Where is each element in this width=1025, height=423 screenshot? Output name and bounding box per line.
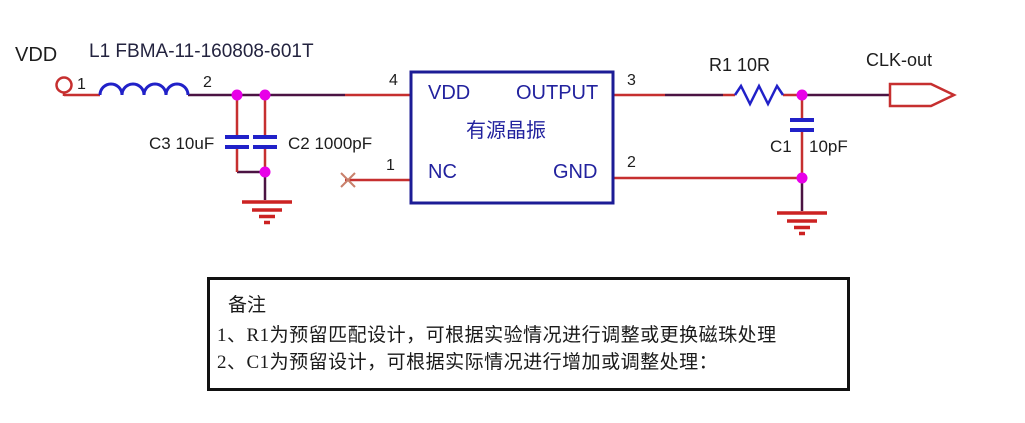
- pin-number-ic-nc: 1: [386, 157, 395, 174]
- capacitor-c3-symbol: [225, 135, 249, 149]
- resistor-r1-symbol: [733, 83, 785, 107]
- pin-lead-wires: [64, 93, 804, 182]
- pin-number-l1-out: 2: [203, 74, 212, 91]
- inductor-l1-label: L1 FBMA-11-160808-601T: [89, 41, 314, 62]
- capacitor-c2-symbol: [253, 135, 277, 149]
- pin-number-ic-gnd: 2: [627, 154, 636, 171]
- ic-pin-label-gnd: GND: [553, 161, 598, 183]
- no-connect-x-icon: [340, 172, 356, 188]
- capacitor-c3-label: C3 10uF: [149, 134, 215, 153]
- pin-number-l1-in: 1: [77, 76, 86, 93]
- junction-dots: [231, 89, 808, 184]
- notes-title: 备注: [228, 295, 267, 316]
- ground-symbol-left: [242, 200, 292, 225]
- capacitor-c1-symbol: [790, 118, 814, 132]
- inductor-l1-symbol: [98, 82, 190, 96]
- clk-out-port-icon: [888, 82, 957, 108]
- ic-pin-label-nc: NC: [428, 161, 457, 183]
- capacitor-c1-ref-label: C1: [770, 137, 792, 156]
- vdd-port-icon: [55, 76, 73, 96]
- ground-symbol-right: [777, 211, 827, 236]
- oscillator-body: [409, 70, 615, 205]
- ic-pin-label-vdd: VDD: [428, 82, 471, 104]
- notes-line-1: 1、R1为预留匹配设计，可根据实验情况进行调整或更换磁珠处理: [217, 325, 777, 346]
- ic-pin-label-output: OUTPUT: [516, 82, 599, 104]
- notes-box: 备注 1、R1为预留匹配设计，可根据实验情况进行调整或更换磁珠处理 2、C1为预…: [207, 277, 850, 391]
- clk-out-port-label: CLK-out: [866, 50, 933, 70]
- capacitor-c2-label: C2 1000pF: [288, 134, 373, 153]
- notes-line-2: 2、C1为预留设计，可根据实际情况进行增加或调整处理：: [217, 352, 719, 373]
- pin-number-ic-vdd: 4: [389, 72, 398, 89]
- resistor-r1-label: R1 10R: [709, 55, 771, 75]
- pin-number-ic-output: 3: [627, 72, 636, 89]
- vdd-port-label: VDD: [15, 44, 58, 66]
- capacitor-c1-value-label: 10pF: [809, 137, 848, 156]
- ic-name-label: 有源晶振: [466, 120, 546, 142]
